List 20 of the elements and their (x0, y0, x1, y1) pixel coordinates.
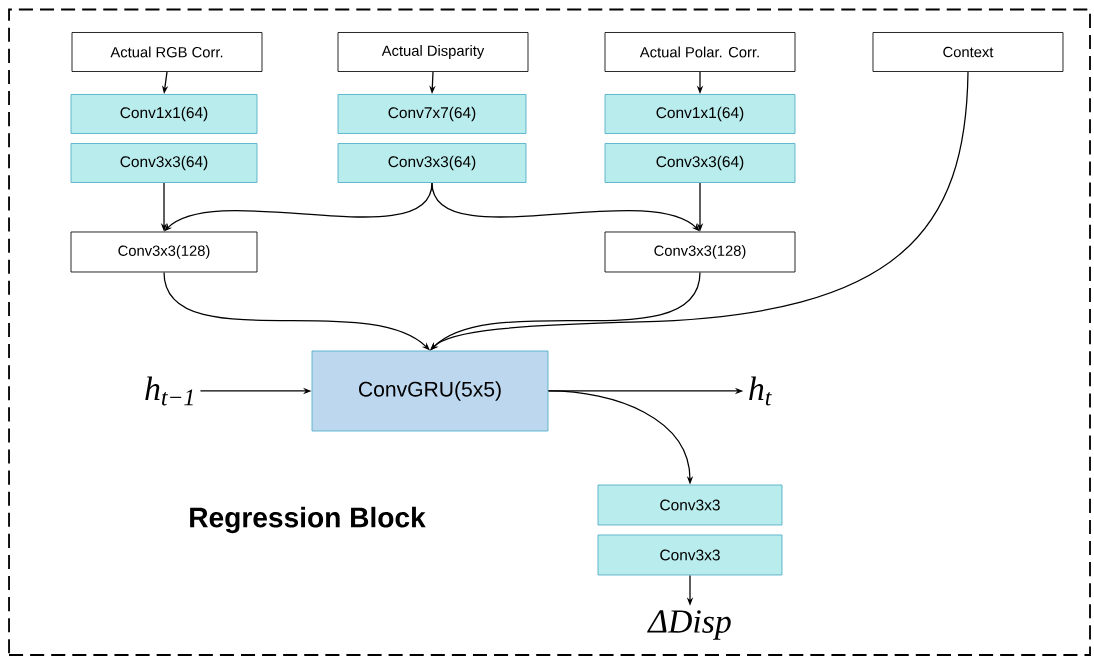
input-box: Context (872, 32, 1064, 72)
conv-box: Conv1x1(64) (604, 94, 796, 134)
conv-box: Conv1x1(64) (70, 94, 258, 134)
conv-box: Conv7x7(64) (337, 94, 527, 134)
math-label: ΔDisp (647, 610, 731, 640)
input-box: Actual Disparity (337, 32, 529, 72)
input-box: Actual Polar. Corr. (604, 32, 796, 72)
input-box: Conv3x3(128) (604, 231, 796, 273)
input-box: Conv3x3(128) (70, 231, 258, 273)
conv-box: Conv3x3 (597, 534, 783, 576)
conv-box: Conv3x3(64) (70, 143, 258, 183)
conv-box: Conv3x3(64) (604, 143, 796, 183)
conv-box: Conv3x3 (597, 484, 783, 526)
math-label: h$_{t−1}$ (145, 376, 193, 406)
block-title: Regression Block (190, 506, 426, 534)
math-label: h$_{t}$ (749, 376, 772, 406)
dashed-frame (8, 8, 1091, 656)
gru-box: ConvGRU(5x5) (311, 350, 549, 432)
input-box: Actual RGB Corr. (71, 32, 263, 72)
conv-box: Conv3x3(64) (337, 143, 527, 183)
